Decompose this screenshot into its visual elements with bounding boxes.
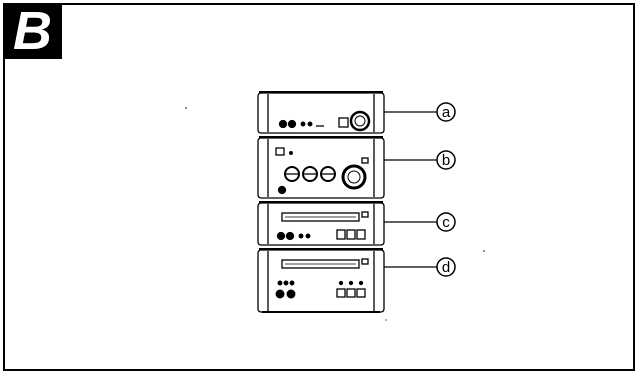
unit-d-left-controls xyxy=(275,280,296,299)
unit-d-right-controls xyxy=(336,280,366,298)
speck xyxy=(185,107,187,109)
speck xyxy=(385,319,387,321)
callout-circle-b xyxy=(436,150,456,170)
unit-c-controls xyxy=(276,229,366,241)
unit-b-knob-row xyxy=(284,166,336,182)
unit-a xyxy=(257,91,385,134)
callout-label-a: a xyxy=(442,104,451,121)
unit-c xyxy=(257,201,385,246)
callout-circle-d xyxy=(436,257,456,277)
unit-a-small-knobs xyxy=(278,119,324,129)
unit-d-tape-window xyxy=(281,259,360,269)
unit-b xyxy=(257,136,385,199)
callout-label-b: b xyxy=(442,152,450,169)
unit-b-volume-knob xyxy=(341,164,367,190)
panel-badge: B xyxy=(3,3,62,59)
unit-a-volume-knob xyxy=(349,110,371,132)
callout-circle-a xyxy=(436,102,456,122)
unit-c-disc-tray xyxy=(281,212,360,222)
panel-label: B xyxy=(13,1,52,61)
unit-a-button xyxy=(338,117,349,128)
unit-d xyxy=(257,248,385,313)
unit-b-display xyxy=(275,147,285,156)
callout-label-d: d xyxy=(442,259,450,276)
figure-frame xyxy=(3,3,635,371)
callout-label-c: c xyxy=(442,214,450,231)
unit-b-power-button xyxy=(277,185,287,195)
speck xyxy=(483,250,485,252)
callout-circle-c xyxy=(436,212,456,232)
